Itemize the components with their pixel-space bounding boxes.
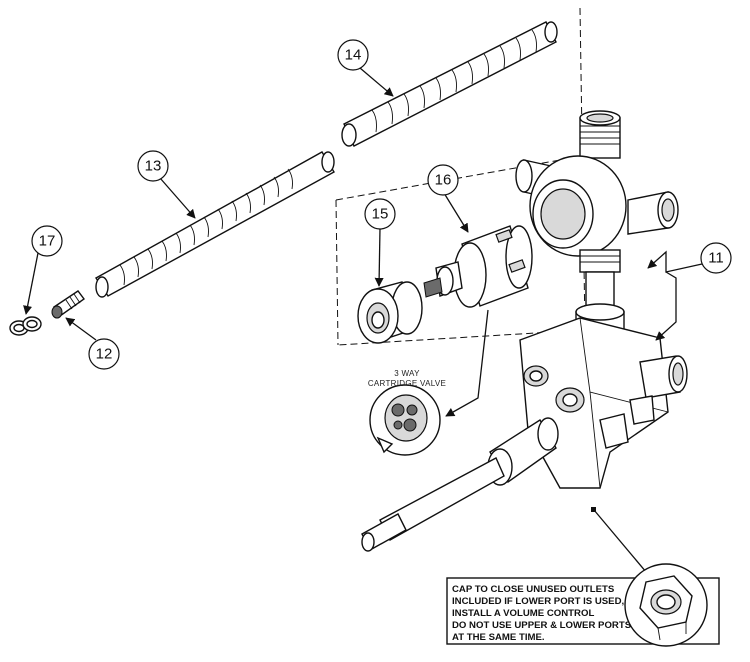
cartridge-part bbox=[423, 225, 533, 308]
bonnet-nut-part bbox=[357, 281, 423, 344]
callout-16: 16 bbox=[427, 164, 459, 196]
callout-15-label: 15 bbox=[372, 206, 389, 223]
callout-16-label: 16 bbox=[435, 172, 452, 189]
callout-14: 14 bbox=[337, 39, 369, 71]
callout-15: 15 bbox=[364, 198, 396, 230]
o-rings-part bbox=[9, 316, 42, 336]
callout-14-label: 14 bbox=[345, 47, 362, 64]
callout-17-label: 17 bbox=[39, 233, 56, 250]
note-line-3: INSTALL A VOLUME CONTROL bbox=[452, 608, 594, 619]
callout-17: 17 bbox=[31, 225, 63, 257]
cartridge-caption-line2: CARTRIDGE VALVE bbox=[368, 379, 446, 388]
callout-12-label: 12 bbox=[96, 346, 113, 363]
callout-13-label: 13 bbox=[145, 158, 162, 175]
cartridge-caption-line1: 3 WAY bbox=[394, 369, 420, 378]
callout-11-label: 11 bbox=[708, 250, 724, 267]
screw-part bbox=[51, 290, 85, 319]
cartridge-detail-inset: 3 WAY CARTRIDGE VALVE bbox=[368, 369, 446, 456]
note-line-2: INCLUDED IF LOWER PORT IS USED, bbox=[452, 596, 624, 607]
callout-11: 11 bbox=[700, 242, 732, 274]
callout-12: 12 bbox=[88, 338, 120, 370]
valve-body-part bbox=[361, 110, 688, 552]
note-line-5: AT THE SAME TIME. bbox=[452, 632, 545, 643]
extension-sleeve-part bbox=[341, 21, 558, 147]
cap-detail-inset bbox=[624, 563, 708, 647]
note-line-1: CAP TO CLOSE UNUSED OUTLETS bbox=[452, 584, 615, 595]
extension-stem-part bbox=[94, 151, 335, 298]
callout-13: 13 bbox=[137, 150, 169, 182]
note-line-4: DO NOT USE UPPER & LOWER PORTS bbox=[452, 620, 632, 631]
